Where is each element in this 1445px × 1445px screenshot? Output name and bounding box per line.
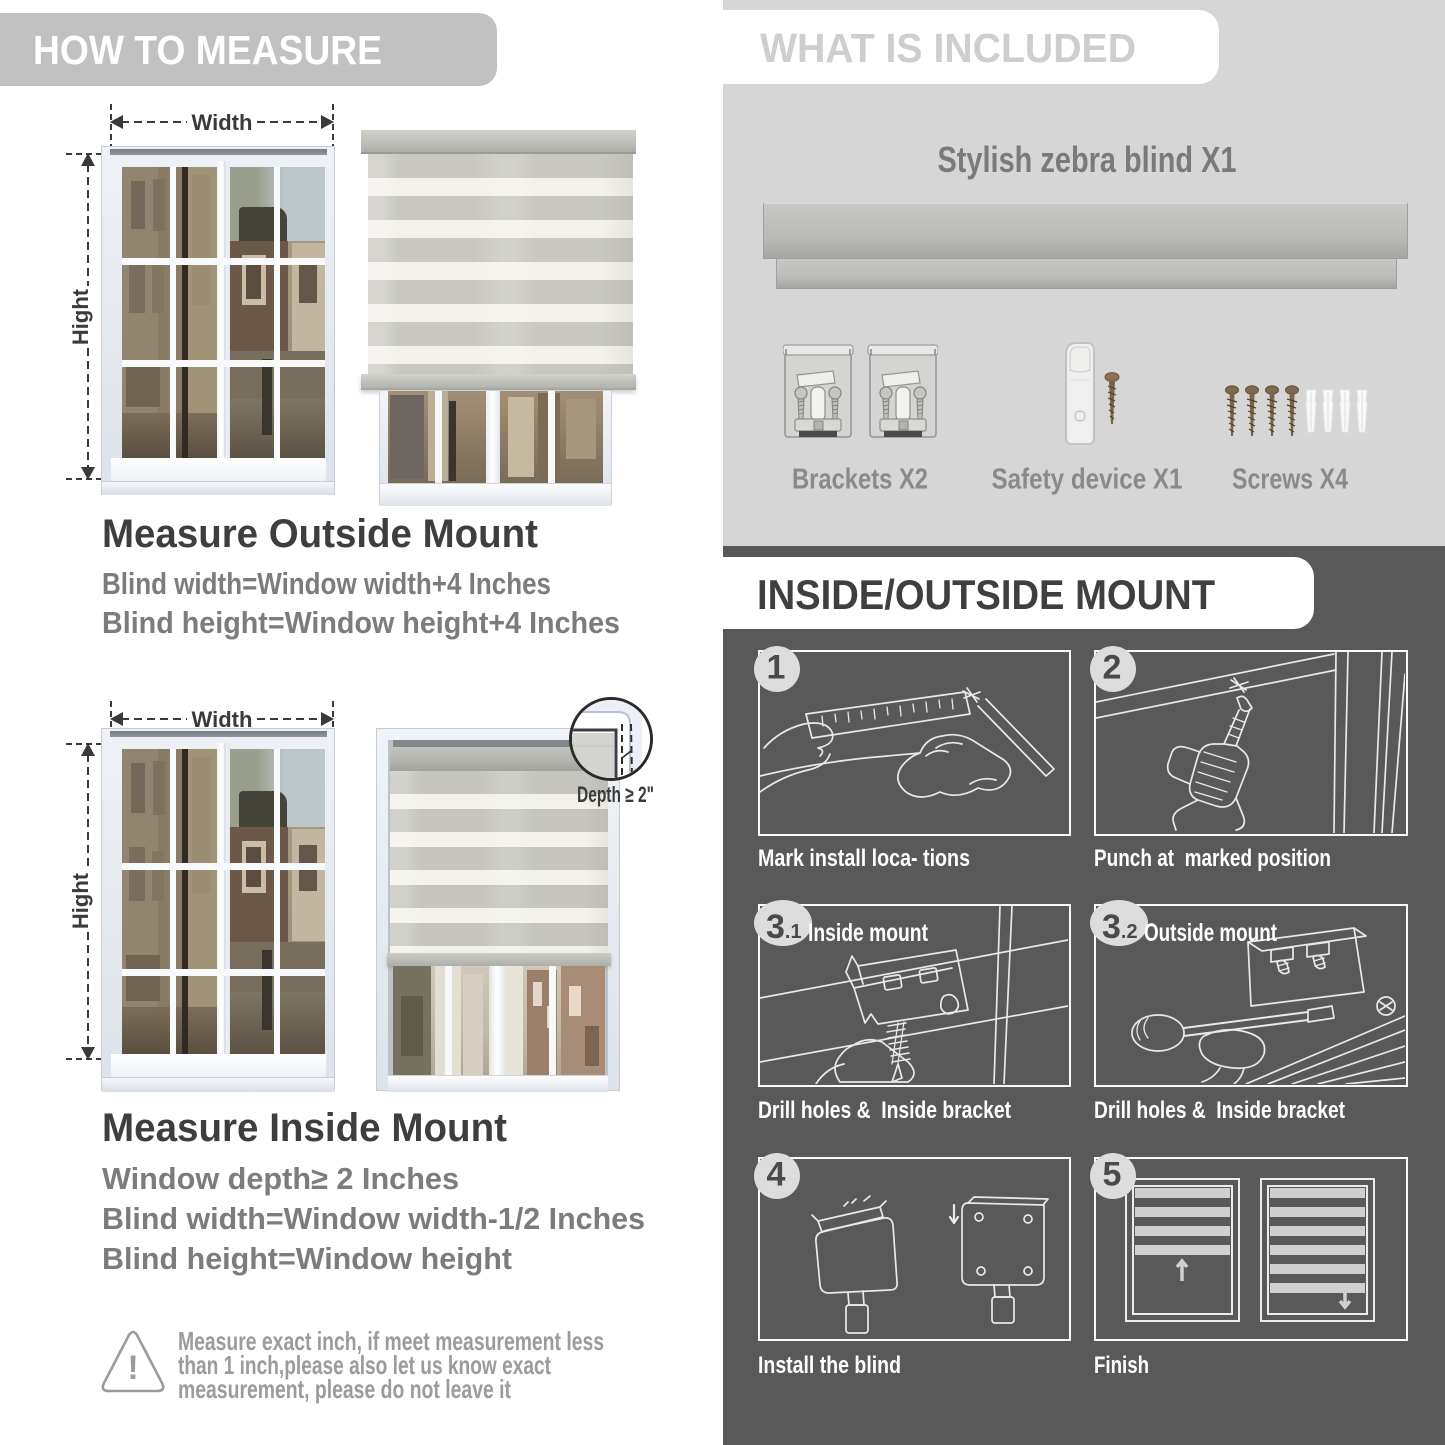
svg-text:Width: Width <box>192 110 253 135</box>
svg-text:!: ! <box>127 1349 138 1387</box>
svg-text:Hight: Hight <box>68 872 93 929</box>
svg-text:Width: Width <box>192 707 253 732</box>
svg-text:Hight: Hight <box>68 288 93 345</box>
